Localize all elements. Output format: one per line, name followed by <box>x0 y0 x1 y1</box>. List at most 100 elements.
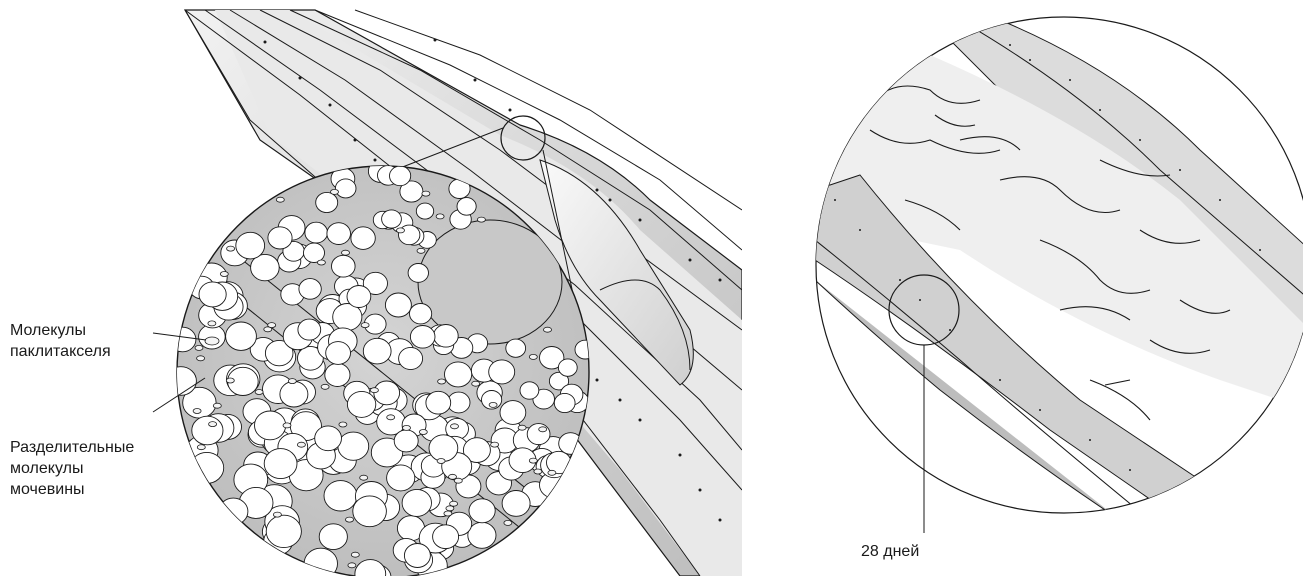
urea-particle <box>374 381 400 405</box>
urea-particle <box>416 203 433 219</box>
urea-particle <box>325 363 350 386</box>
paclitaxel-molecule-highlight <box>205 337 219 345</box>
paclitaxel-molecule <box>544 327 552 332</box>
urea-particle <box>305 222 328 243</box>
urea-particle <box>500 401 526 425</box>
urea-particle <box>426 391 451 414</box>
urea-particle <box>280 381 308 407</box>
urea-particle <box>394 430 418 452</box>
paclitaxel-molecule <box>213 403 221 408</box>
paclitaxel-molecule <box>539 427 547 432</box>
urea-particle <box>520 382 539 399</box>
paclitaxel-molecule <box>360 475 368 480</box>
paclitaxel-molecule <box>436 214 444 219</box>
label-urea-line-3: мочевины <box>10 479 180 500</box>
urea-particle <box>410 326 435 349</box>
tissue-cross-section <box>815 17 1303 533</box>
urea-particle <box>433 525 459 549</box>
paclitaxel-molecule <box>491 442 499 447</box>
urea-particle <box>399 347 423 369</box>
paclitaxel-molecule <box>351 552 359 557</box>
paclitaxel-molecule <box>195 345 203 350</box>
paclitaxel-molecule <box>273 512 281 517</box>
paclitaxel-molecule <box>548 470 556 475</box>
urea-particle <box>347 391 375 417</box>
label-paclitaxel-line-2: паклитакселя <box>10 341 160 362</box>
paclitaxel-molecule <box>276 197 284 202</box>
urea-particle <box>527 424 550 445</box>
paclitaxel-molecule <box>504 520 512 525</box>
urea-particle <box>226 322 257 350</box>
paclitaxel-molecule <box>450 501 458 506</box>
urea-particle <box>468 522 496 548</box>
paclitaxel-molecule <box>348 563 356 568</box>
urea-particle <box>304 243 325 262</box>
paclitaxel-molecule <box>193 409 201 414</box>
paclitaxel-molecule <box>268 323 276 328</box>
urea-particle <box>489 360 515 384</box>
urea-particle <box>347 286 371 308</box>
urea-particle <box>387 465 415 491</box>
urea-particle <box>385 293 411 317</box>
urea-particle <box>390 166 411 186</box>
paclitaxel-molecule <box>361 323 369 328</box>
urea-particle <box>445 362 472 387</box>
paclitaxel-molecule <box>317 260 325 265</box>
urea-particle <box>559 433 583 455</box>
urea-particle <box>316 192 338 212</box>
paclitaxel-molecule <box>331 189 339 194</box>
paclitaxel-molecule <box>403 425 411 430</box>
urea-particle <box>363 338 391 364</box>
urea-particle <box>255 411 286 440</box>
urea-particle <box>558 359 577 376</box>
urea-particle <box>192 416 223 445</box>
paclitaxel-molecule <box>227 246 235 251</box>
paclitaxel-molecule <box>437 459 445 464</box>
paclitaxel-molecule <box>454 478 462 483</box>
paclitaxel-molecule <box>226 378 234 383</box>
paclitaxel-molecule <box>208 321 216 326</box>
urea-particle <box>298 319 321 340</box>
paclitaxel-molecule <box>220 272 228 277</box>
paclitaxel-molecule <box>397 228 405 233</box>
urea-particle <box>264 449 297 479</box>
paclitaxel-molecule <box>444 511 452 516</box>
urea-particle <box>502 491 530 517</box>
paclitaxel-molecule <box>529 354 537 359</box>
paclitaxel-molecule <box>417 248 425 253</box>
urea-particle <box>236 232 265 259</box>
urea-particle <box>169 327 196 352</box>
urea-particle <box>326 342 351 365</box>
paclitaxel-molecule <box>472 381 480 386</box>
urea-particle <box>315 426 342 451</box>
paclitaxel-molecule <box>342 250 350 255</box>
paclitaxel-molecule <box>534 469 542 474</box>
label-28-days: 28 дней <box>861 541 919 562</box>
label-urea-line-2: молекулы <box>10 458 180 479</box>
urea-particle <box>199 282 226 307</box>
paclitaxel-molecule <box>518 425 526 430</box>
paclitaxel-molecule <box>529 458 537 463</box>
label-paclitaxel-molecules: Молекулы паклитакселя <box>10 320 160 362</box>
urea-particle <box>469 499 495 523</box>
urea-particle <box>268 227 292 249</box>
paclitaxel-molecule <box>451 424 459 429</box>
urea-particle <box>382 210 402 228</box>
paclitaxel-molecule <box>489 402 497 407</box>
paclitaxel-molecule <box>197 356 205 361</box>
paclitaxel-molecule <box>288 379 296 384</box>
paclitaxel-molecule <box>346 517 354 522</box>
label-paclitaxel-line-1: Молекулы <box>10 320 160 341</box>
paclitaxel-molecule <box>477 217 485 222</box>
urea-particle <box>319 524 347 550</box>
paclitaxel-molecule <box>321 384 329 389</box>
urea-particle <box>338 432 369 460</box>
urea-particle <box>327 223 351 245</box>
paclitaxel-molecule <box>209 422 217 427</box>
paclitaxel-molecule <box>438 379 446 384</box>
urea-particle <box>457 198 476 216</box>
paclitaxel-molecule <box>422 191 430 196</box>
urea-particle <box>299 279 321 300</box>
urea-particle <box>165 367 196 396</box>
